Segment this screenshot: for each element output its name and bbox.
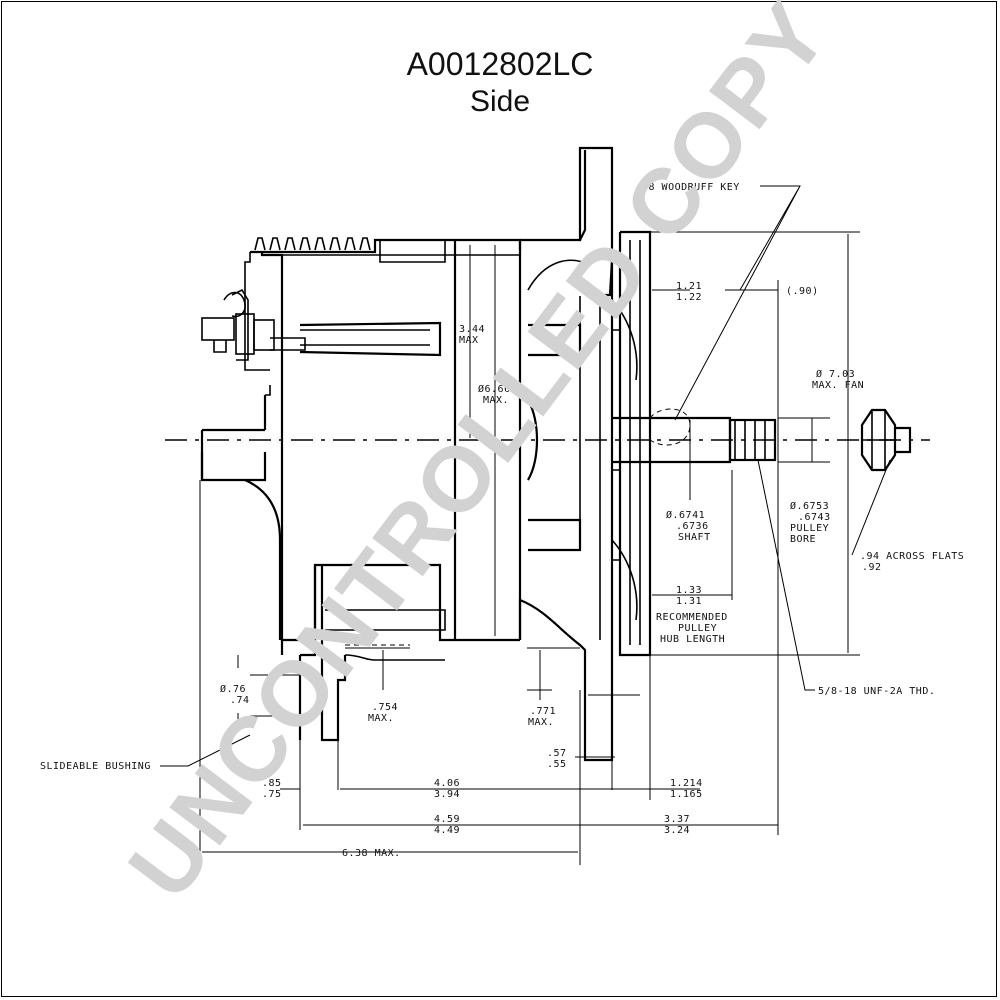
shaft-dia-2: .6736 [676, 521, 709, 532]
dim-1214: 1.214 [670, 778, 703, 789]
body-dia-label: Ø6.66 [478, 383, 511, 395]
woodruff-key-label: #8 WOODRUFF KEY [642, 182, 740, 193]
shaft-assembly [612, 408, 912, 472]
dim-3-44-max: MAX [459, 335, 479, 346]
dim-394: 3.94 [434, 789, 460, 800]
bushing-dia-1: Ø.76 [220, 683, 246, 695]
dim-3-44: 3.44 [459, 324, 485, 335]
bore-label-2: BORE [790, 534, 816, 545]
slideable-bushing-label: SLIDEABLE BUSHING [40, 761, 151, 772]
rear-housing [200, 237, 522, 742]
dim-085: .85 [262, 778, 282, 789]
hub-label-3: HUB LENGTH [660, 634, 725, 645]
bore-dia-1: Ø.6753 [790, 500, 829, 512]
uncontrolled-copy-watermark: UNCONTROLLED COPY [110, 0, 849, 917]
hub-1-31: 1.31 [676, 596, 702, 607]
flats-label: .94 ACROSS FLATS [860, 551, 964, 562]
stator-body [282, 240, 522, 640]
dim-754: .754 [372, 702, 398, 713]
bore-dia-2: .6743 [798, 512, 831, 523]
bore-label-1: PULLEY [790, 523, 829, 534]
part-number: A0012802LC [406, 46, 594, 82]
dim-754-max: MAX. [368, 713, 394, 724]
dim-771-max: MAX. [528, 717, 554, 728]
dim-1-21: 1.21 [676, 281, 702, 292]
shaft-label: SHAFT [678, 532, 711, 543]
dim-0-90: (.90) [786, 286, 819, 297]
dim-075: .75 [262, 789, 282, 800]
flats-value: .92 [862, 562, 882, 573]
body-dia-max: MAX. [483, 395, 509, 406]
dim-459: 4.59 [434, 814, 460, 825]
dim-337: 3.37 [664, 814, 690, 825]
dimension-labels: #8 WOODRUFF KEY 1.21 1.22 (.90) Ø 7.03 M… [40, 182, 964, 859]
bushing-dia-2: .74 [230, 695, 250, 706]
fan-max-label: MAX. FAN [812, 380, 864, 391]
dim-057: .57 [547, 748, 567, 759]
dimension-lines [160, 185, 891, 865]
dim-406: 4.06 [434, 778, 460, 789]
thread-label: 5/8-18 UNF-2A THD. [818, 686, 935, 697]
dim-055: .55 [547, 759, 567, 770]
hub-label-1: RECOMMENDED [656, 612, 728, 623]
dim-638-max: 6.38 MAX. [342, 848, 401, 859]
hub-1-33: 1.33 [676, 585, 702, 596]
front-housing [518, 146, 614, 762]
view-label: Side [469, 85, 531, 118]
dim-449: 4.49 [434, 825, 460, 836]
title-block: A0012802LC Side [0, 44, 1000, 120]
dim-324: 3.24 [664, 825, 690, 836]
fan-dia-label: Ø 7.03 [816, 368, 855, 380]
dim-771: .771 [530, 706, 556, 717]
hub-label-2: PULLEY [678, 623, 717, 634]
shaft-dia-1: Ø.6741 [666, 509, 705, 521]
dim-1-22: 1.22 [676, 292, 702, 303]
dim-1165: 1.165 [670, 789, 703, 800]
